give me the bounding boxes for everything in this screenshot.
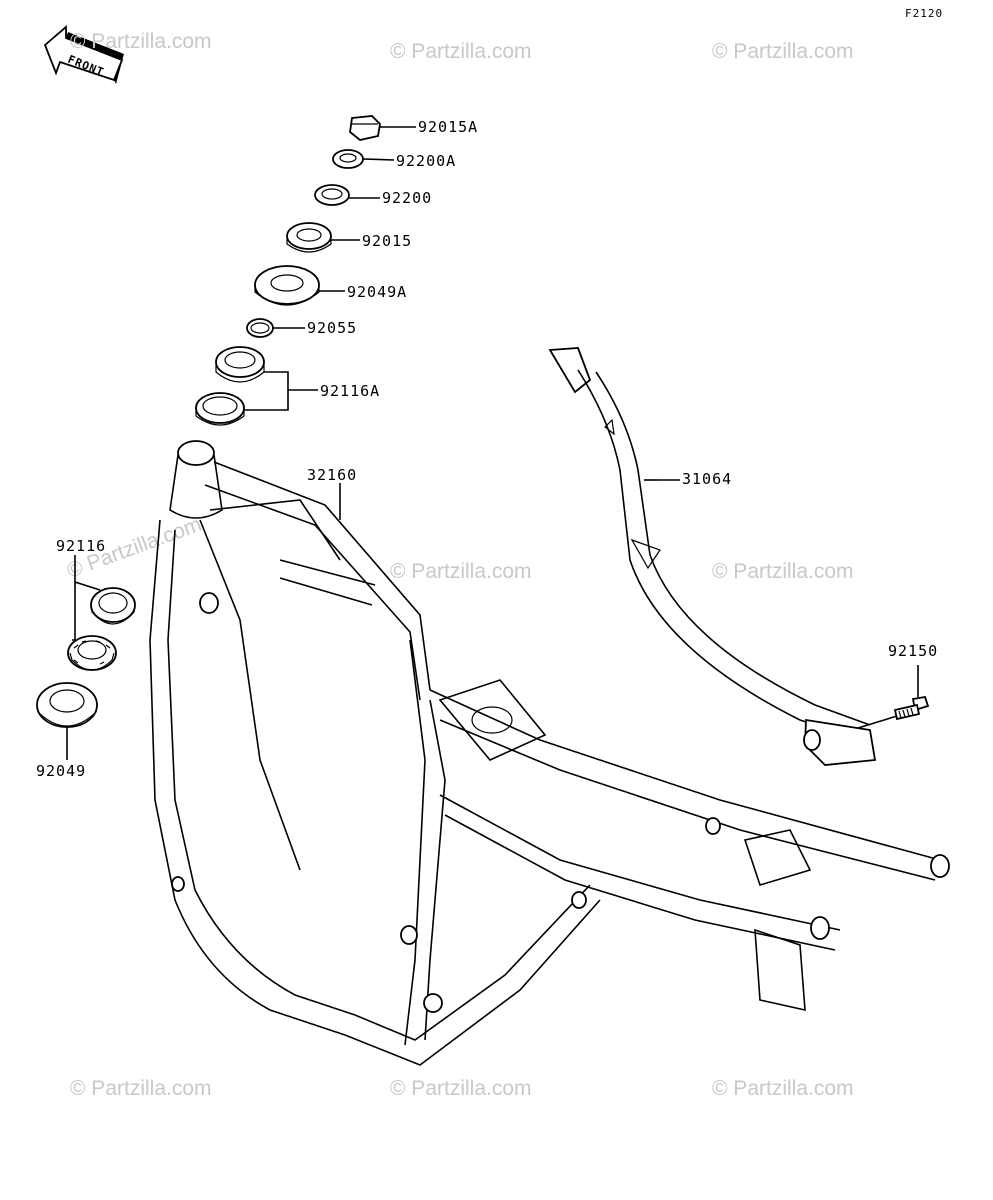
callout-labels: 92015A 92200A 92200 92015 92049A 92055 9… — [36, 118, 938, 780]
callout-92116a: 92116A — [320, 382, 380, 400]
watermark: © Partzilla.com — [712, 40, 854, 63]
taper-roller-bearing — [67, 635, 117, 671]
watermark: © Partzilla.com — [70, 1077, 212, 1100]
callout-92055: 92055 — [307, 319, 357, 337]
bearing-race-upper-92116a — [215, 346, 265, 383]
callout-92049: 92049 — [36, 762, 86, 780]
watermark: © Partzilla.com — [390, 560, 532, 583]
bearing-race-92116 — [90, 587, 136, 625]
watermark: © Partzilla.com — [712, 560, 854, 583]
stem-nut-92015 — [286, 222, 332, 253]
stem-nut-92015a — [349, 115, 381, 141]
rear-subframe-31064 — [548, 347, 877, 766]
callout-32160: 32160 — [307, 466, 357, 484]
o-ring-92055 — [246, 318, 274, 338]
watermark: © Partzilla.com — [712, 1077, 854, 1100]
callout-92015a: 92015A — [418, 118, 478, 136]
callout-92150: 92150 — [888, 642, 938, 660]
watermark: © Partzilla.com — [70, 30, 212, 53]
lock-washer-92200 — [314, 184, 350, 206]
callout-92116: 92116 — [56, 537, 106, 555]
callout-92200: 92200 — [382, 189, 432, 207]
figure-code: F2120 — [905, 7, 943, 20]
front-arrow-icon: FRONT — [43, 25, 124, 84]
watermark-layer: © Partzilla.com © Partzilla.com © Partzi… — [64, 30, 854, 1100]
watermark: © Partzilla.com — [390, 40, 532, 63]
seal-92049 — [36, 682, 98, 728]
callout-92049a: 92049A — [347, 283, 407, 301]
bearing-race-lower-92116a — [195, 392, 245, 426]
callout-92200a: 92200A — [396, 152, 456, 170]
watermark: © Partzilla.com — [390, 1077, 532, 1100]
callout-92015: 92015 — [362, 232, 412, 250]
callout-31064: 31064 — [682, 470, 732, 488]
leader-lines — [66, 126, 919, 760]
bolt-92150 — [893, 695, 930, 721]
seal-92049a — [254, 265, 320, 306]
main-frame-32160 — [149, 440, 950, 1066]
washer-92200a — [332, 149, 364, 169]
